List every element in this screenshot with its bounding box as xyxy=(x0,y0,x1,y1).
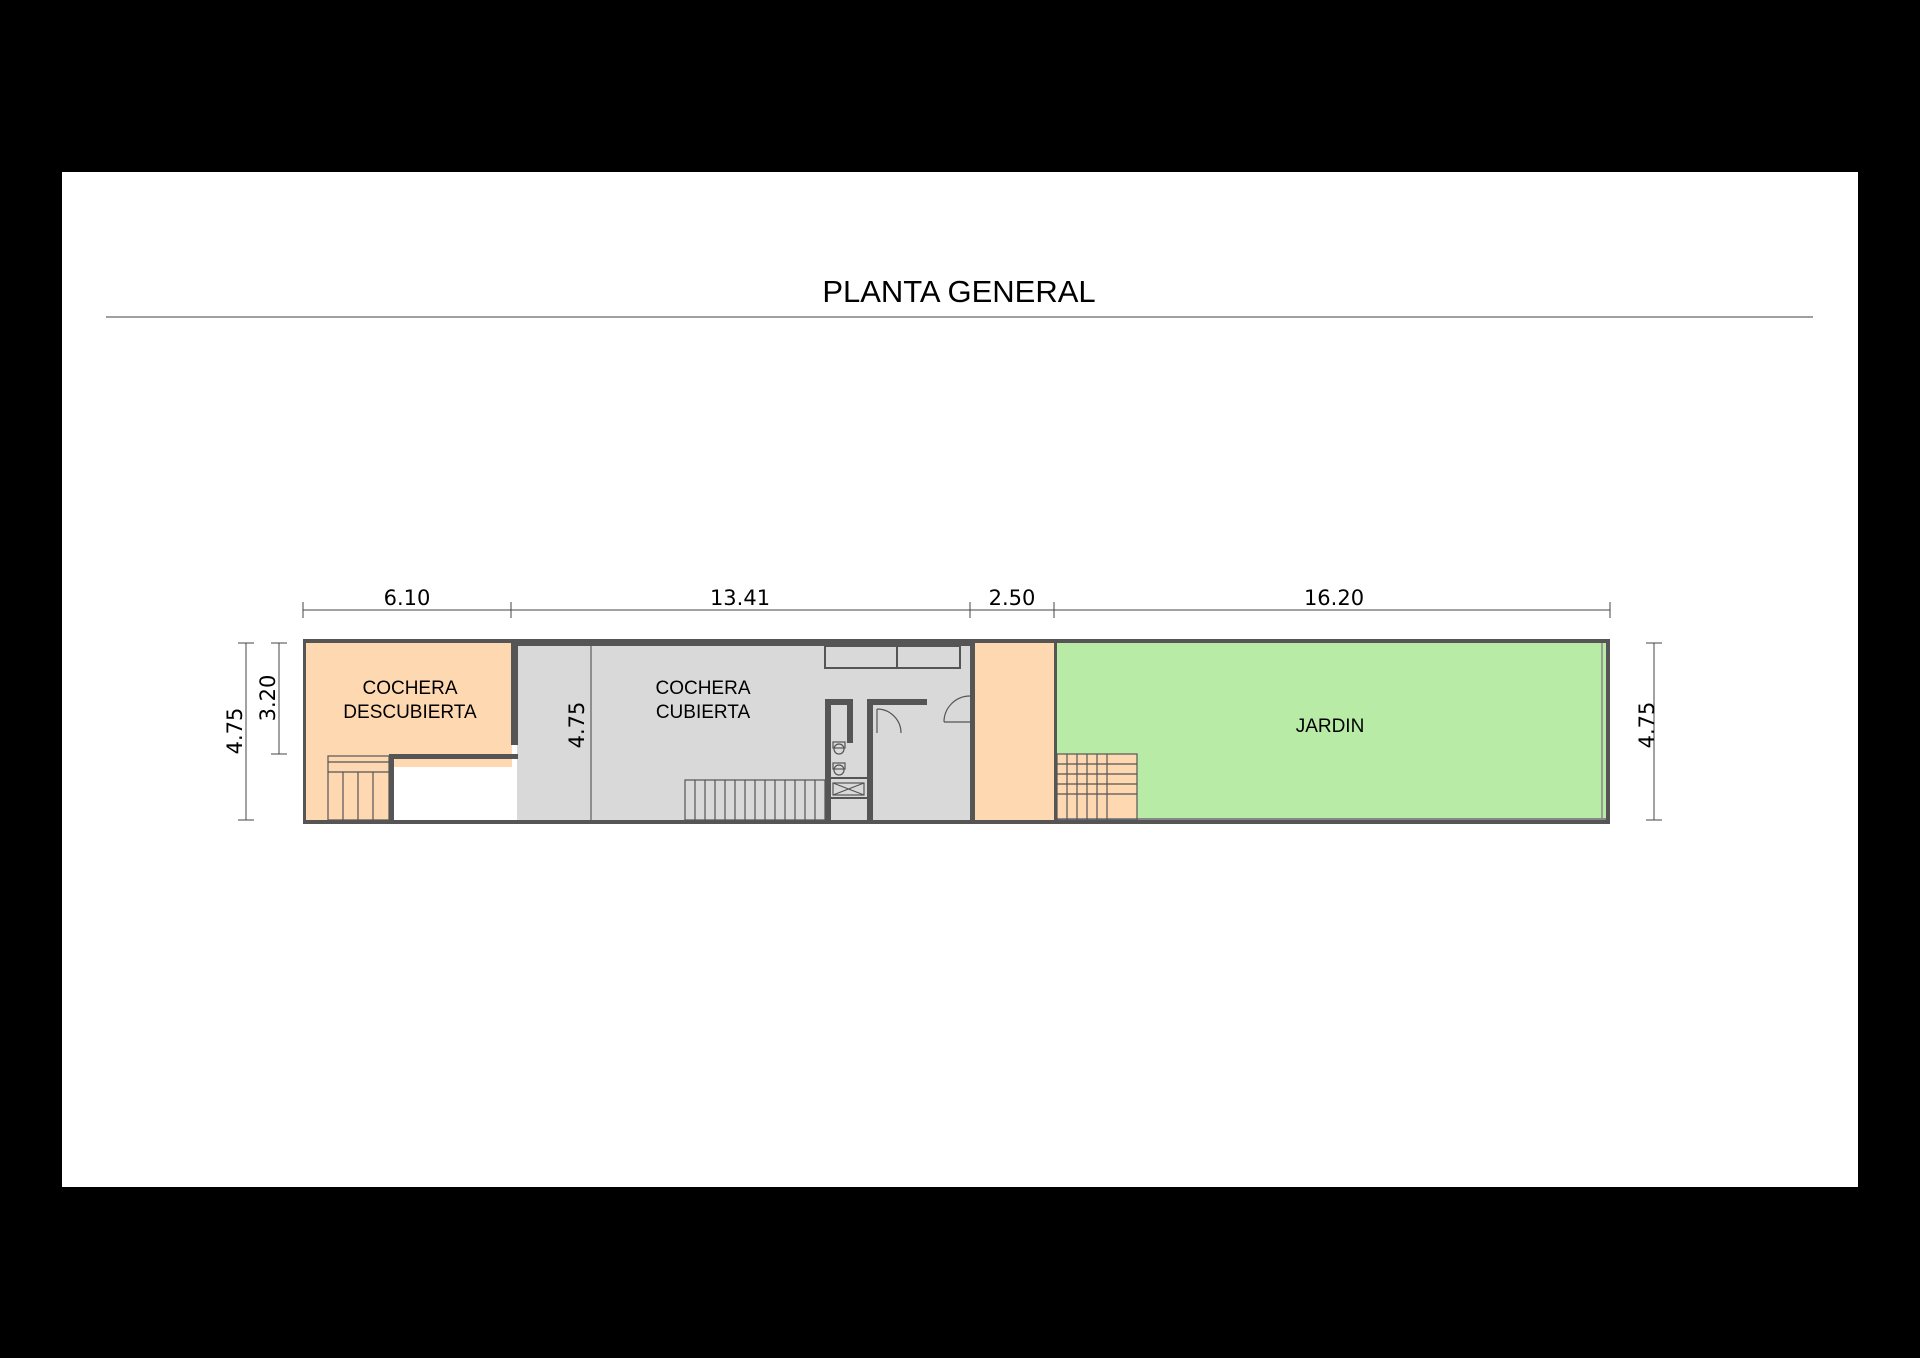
stair-descubierta xyxy=(327,755,390,821)
dim-top-1: 6.10 xyxy=(384,586,431,610)
drawing-sheet: PLANTA GENERAL xyxy=(62,172,1858,1187)
room-label-cochera-descubierta-2: DESCUBIERTA xyxy=(343,702,477,723)
room-fills xyxy=(306,642,1606,823)
toilet-icon xyxy=(833,764,845,776)
bidet-icon xyxy=(833,743,845,755)
cochera-descubierta-lower-area xyxy=(306,753,393,823)
dim-cubierta-height: 4.75 xyxy=(565,702,589,749)
door-swings xyxy=(876,695,971,734)
cochera-descubierta-area xyxy=(306,642,512,767)
floor-plan: PLANTA GENERAL xyxy=(106,274,1813,824)
room-label-jardin: JARDIN xyxy=(1296,716,1365,737)
shower-icon xyxy=(832,782,865,796)
dim-left-total: 4.75 xyxy=(223,708,247,755)
stairs xyxy=(327,753,1138,821)
room-label-cochera-cubierta-2: CUBIERTA xyxy=(656,702,751,723)
sheet-title: PLANTA GENERAL xyxy=(822,274,1095,309)
stair-jardin xyxy=(1056,753,1138,821)
bathroom-fixtures xyxy=(832,741,865,796)
room-label-cochera-cubierta-1: COCHERA xyxy=(655,678,750,699)
room-label-cochera-descubierta-1: COCHERA xyxy=(362,678,457,699)
dim-right-total: 4.75 xyxy=(1635,702,1659,749)
jardin-area xyxy=(1057,642,1606,823)
stair-cubierta xyxy=(684,779,826,821)
dim-left-inner: 3.20 xyxy=(256,675,280,722)
dim-top-3: 2.50 xyxy=(989,586,1036,610)
dimension-lines xyxy=(238,602,1662,821)
dim-top-4: 16.20 xyxy=(1304,586,1364,610)
dim-top-2: 13.41 xyxy=(710,586,770,610)
walls xyxy=(303,639,1610,824)
patio-area xyxy=(972,642,1057,823)
